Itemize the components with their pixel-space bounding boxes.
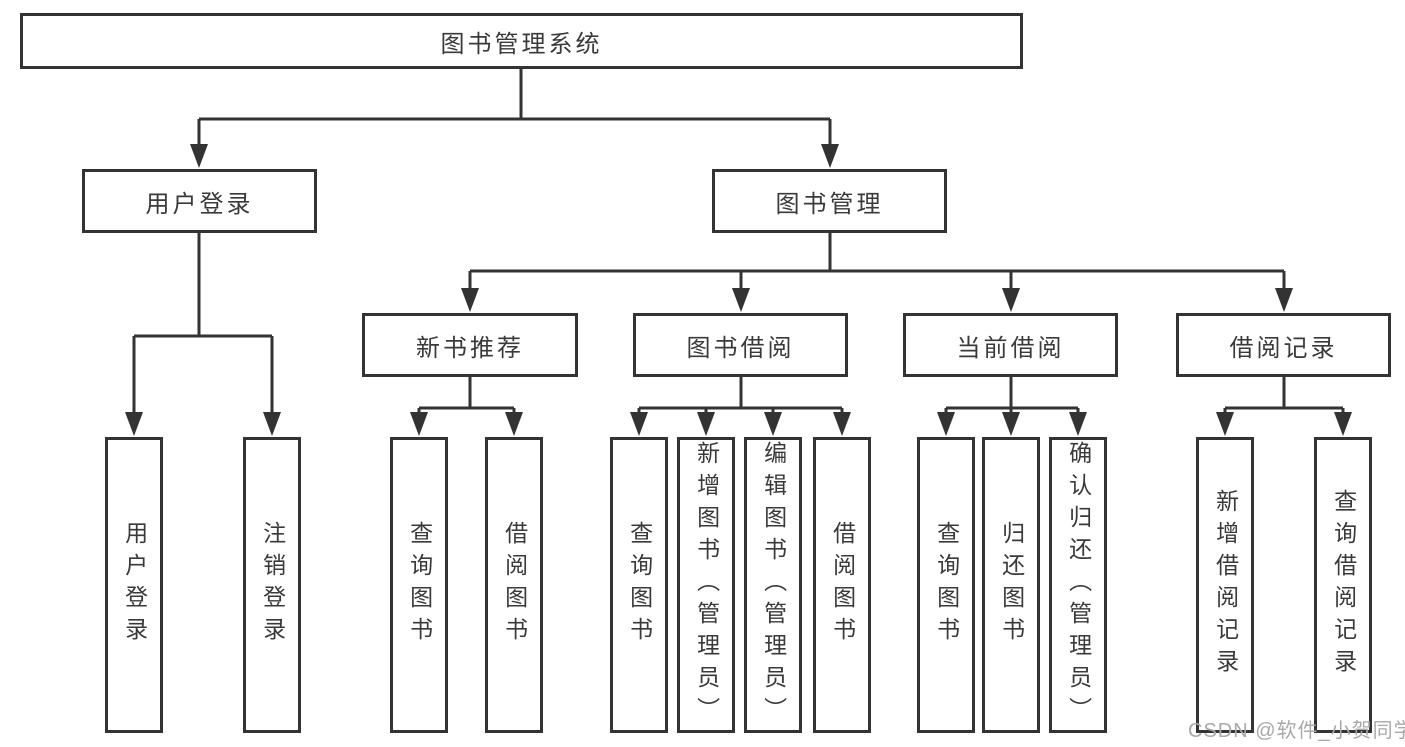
node-borrowing-records: 借阅记录 [1176, 313, 1391, 377]
leaf-label: 借阅图书 [829, 521, 856, 649]
csdn-watermark: CSDN @软件_小贺同学 [1188, 720, 1405, 742]
node-label: 借阅记录 [1229, 334, 1338, 362]
connector-book-management [468, 233, 1286, 292]
leaf-logout-login: 注销登录 [243, 437, 301, 733]
leaf-label: 用户登录 [121, 521, 148, 649]
leaf-label: 新增借阅记录 [1212, 489, 1239, 681]
node-label: 当前借阅 [956, 334, 1065, 362]
leaf-label: 查询图书 [626, 521, 653, 649]
leaf-label: 查询借阅记录 [1330, 489, 1357, 681]
leaf-query-borrow-record: 查询借阅记录 [1314, 437, 1372, 733]
leaf-return-books: 归还图书 [982, 437, 1040, 733]
node-label: 图书管理 [775, 190, 884, 218]
connector-book-borrowing [637, 377, 844, 418]
node-new-book-recommend: 新书推荐 [362, 313, 578, 377]
leaf-borrow-books-recommend: 借阅图书 [485, 437, 543, 733]
connector-root [197, 69, 832, 150]
leaf-query-books-current: 查询图书 [917, 437, 975, 733]
connector-new-book-recommend [417, 377, 516, 418]
leaf-borrow-books-borrowing: 借阅图书 [813, 437, 871, 733]
node-label: 用户登录 [145, 190, 254, 218]
connector-user-login [132, 233, 274, 416]
leaf-label: 新增图书（管理员） [693, 441, 720, 729]
node-book-borrowing: 图书借阅 [633, 313, 848, 377]
leaf-label: 查询图书 [933, 521, 960, 649]
node-library-management-system: 图书管理系统 [20, 13, 1023, 69]
leaf-confirm-return-admin: 确认归还（管理员） [1049, 437, 1107, 733]
node-user-login: 用户登录 [82, 169, 317, 233]
leaf-label: 确认归还（管理员） [1065, 441, 1092, 729]
leaf-query-books-borrowing: 查询图书 [610, 437, 668, 733]
leaf-edit-book-admin: 编辑图书（管理员） [744, 437, 802, 733]
connector-borrowing-records [1223, 377, 1345, 418]
connector-current-borrowing [944, 377, 1080, 418]
leaf-add-book-admin: 新增图书（管理员） [677, 437, 735, 733]
leaf-label: 查询图书 [406, 521, 433, 649]
leaf-label: 借阅图书 [501, 521, 528, 649]
leaf-label: 编辑图书（管理员） [760, 441, 787, 729]
leaf-query-books-recommend: 查询图书 [390, 437, 448, 733]
leaf-label: 注销登录 [259, 521, 286, 649]
node-book-management: 图书管理 [712, 169, 947, 233]
leaf-label: 归还图书 [998, 521, 1025, 649]
node-label: 新书推荐 [416, 334, 524, 362]
leaf-add-borrow-record: 新增借阅记录 [1196, 437, 1254, 733]
arrowheads [125, 144, 1352, 436]
node-label: 图书管理系统 [440, 30, 603, 58]
leaf-user-login: 用户登录 [105, 437, 163, 733]
node-label: 图书借阅 [686, 334, 795, 362]
node-current-borrowing: 当前借阅 [903, 313, 1118, 377]
